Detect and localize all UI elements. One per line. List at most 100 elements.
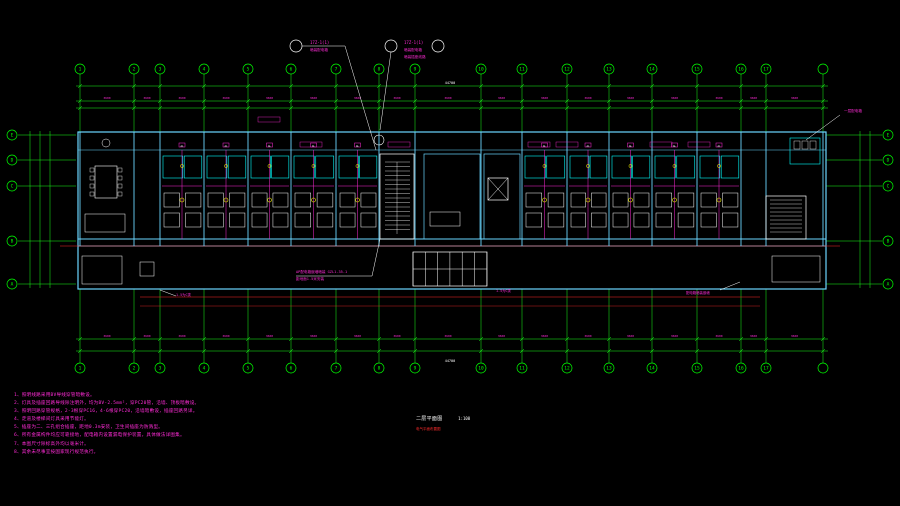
axis-label: D (11, 158, 14, 164)
shaft-cross (487, 177, 509, 201)
bed (570, 192, 586, 208)
drawing-subtitle: 电气平面布置图 (416, 427, 441, 431)
dimension-text: 3600 (791, 96, 798, 100)
dim-tick (738, 98, 744, 104)
axis-bubble (6, 129, 18, 141)
chair (117, 175, 123, 181)
office-furniture (139, 261, 155, 277)
leader-line (719, 281, 741, 291)
dim-tick (738, 105, 744, 111)
bed (229, 212, 246, 228)
axis-label: 11 (519, 366, 525, 372)
leader-line (379, 51, 392, 131)
bathroom (699, 155, 721, 179)
dimension-text: 3600 (541, 96, 548, 100)
axis-label: 6 (290, 366, 293, 372)
dim-tick (763, 83, 769, 89)
ceiling-light (542, 164, 547, 168)
axis-label: 14 (649, 366, 655, 372)
axis-bubble (128, 63, 140, 75)
axis-bubble (285, 63, 297, 75)
axis-bubble (6, 235, 18, 247)
dim-tick (333, 105, 339, 111)
dim-tick (478, 98, 484, 104)
dim-tick (288, 105, 294, 111)
bathroom (293, 155, 315, 179)
axis-bubble (561, 362, 573, 374)
axis-bubble (409, 362, 421, 374)
bathroom (589, 155, 608, 179)
axis-label: 4 (203, 366, 206, 372)
socket (266, 142, 273, 148)
socket (178, 142, 186, 148)
dimension-text: 3600 (750, 334, 757, 338)
dim-tick (77, 98, 83, 104)
dim-tick (131, 105, 137, 111)
axis-bubble (882, 235, 894, 247)
axis-label: 6 (290, 67, 293, 73)
bed (547, 212, 565, 228)
socket (222, 142, 230, 148)
bed (185, 192, 202, 208)
axis-bubble (691, 63, 703, 75)
axis-label: 8 (378, 366, 381, 372)
bathroom (315, 155, 335, 179)
axis-bubble (760, 362, 772, 374)
dim-tick (412, 336, 418, 342)
note-line: 1、照明线路采用BV导线穿管暗敷设。 (14, 393, 95, 398)
room-tag (649, 141, 673, 148)
axis-bubble (154, 362, 166, 374)
dim-tick (201, 348, 207, 354)
axis-bubble (154, 63, 166, 75)
axis-label: 2 (133, 67, 136, 73)
axis-bubble (882, 129, 894, 141)
fixture-label: AL (673, 144, 677, 148)
bed (525, 212, 542, 228)
ceiling-light (180, 164, 184, 168)
dim-tick (131, 83, 137, 89)
toilet-fixture (809, 140, 817, 150)
leader-line (344, 45, 377, 151)
axis-label: 14 (649, 67, 655, 73)
dim-tick (201, 336, 207, 342)
dimension-text: 3600 (103, 96, 110, 100)
dimension-text: 3600 (310, 96, 317, 100)
bed (525, 192, 542, 208)
bed (677, 212, 695, 228)
dim-tick (649, 98, 655, 104)
dim-tick (519, 105, 525, 111)
dim-tick (288, 348, 294, 354)
bed (570, 212, 586, 228)
dim-tick (333, 348, 339, 354)
reception-desk (429, 211, 461, 227)
dim-tick (131, 98, 137, 104)
axis-label: 5 (247, 366, 250, 372)
dim-tick (649, 336, 655, 342)
dim-tick (77, 105, 83, 111)
callout-bubble (289, 39, 303, 53)
chair (117, 183, 123, 189)
bathroom (546, 155, 566, 179)
axis-bubble (475, 362, 487, 374)
ceiling-light (311, 164, 316, 168)
axis-bubble (242, 63, 254, 75)
axis-bubble (646, 362, 658, 374)
dimension-text: 3600 (310, 334, 317, 338)
axis-bubble (198, 362, 210, 374)
design-notes: 1、照明线路采用BV导线穿管暗敷设。 2、灯具及插座回路导线除注明外，均为BV-… (14, 392, 314, 457)
bathroom (183, 155, 203, 179)
axis-label: 17 (763, 366, 769, 372)
dimension-text: 3600 (266, 96, 273, 100)
dim-tick (564, 336, 570, 342)
dimension-text: 3600 (627, 334, 634, 338)
bed (360, 192, 377, 208)
right-stair (765, 195, 807, 240)
dim-tick (412, 105, 418, 111)
fixture-label: AL (717, 144, 721, 148)
fixture-label: AL (586, 144, 590, 148)
dim-tick (412, 348, 418, 354)
toilet-fixture (801, 140, 809, 150)
bed (677, 192, 695, 208)
axis-bubble (330, 362, 342, 374)
dim-tick (519, 336, 525, 342)
